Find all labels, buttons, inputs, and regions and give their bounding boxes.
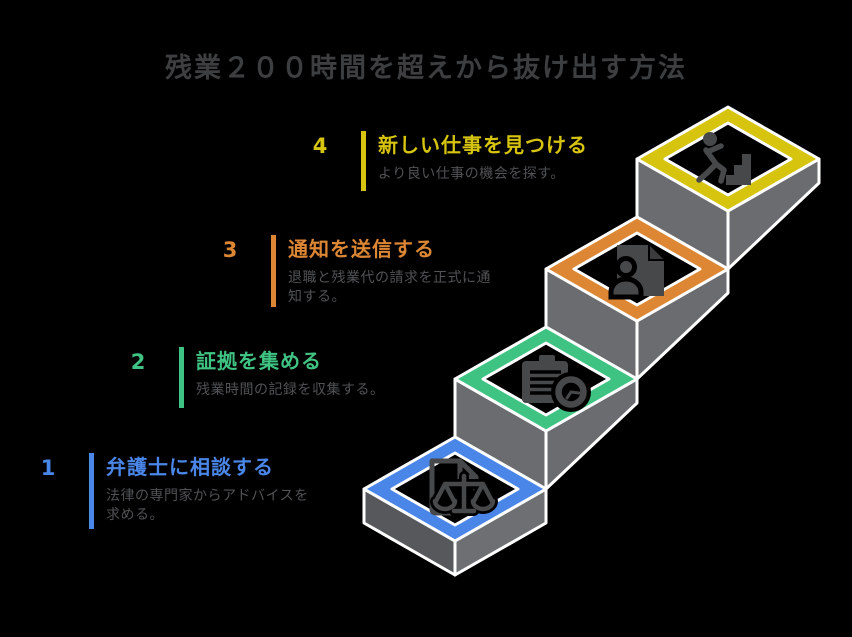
step-4-description: より良い仕事の機会を探す。 [378,166,565,182]
page-title: 残業２００時間を超えから抜け出す方法 [165,53,687,84]
step-4-number: 4 [312,134,328,158]
step-2-text-block: 2 証拠を集める 残業時間の記録を収集する。 [118,347,458,457]
staircase-step-2 [453,325,639,491]
staircase-step-1 [362,435,548,577]
step-1-text-block: 1 弁護士に相談する 法律の専門家からアドバイスを求める。 [28,453,368,563]
step-3-accent-bar [271,235,276,307]
step-4-text-block: 4 新しい仕事を見つける より良い仕事の機会を探す。 [300,131,640,241]
step-3-text-block: 3 通知を送信する 退職と残業代の請求を正式に通知する。 [210,235,550,345]
staircase-step-3 [544,215,730,381]
step-4-title: 新しい仕事を見つける [378,133,588,157]
step-2-diamond [453,325,639,433]
step-2-title: 証拠を集める [196,349,322,373]
staircase-step-4 [635,105,821,271]
step-2-number: 2 [130,350,146,374]
step-1-content: 弁護士に相談する 法律の専門家からアドバイスを求める。 [106,453,368,525]
step-2-content: 証拠を集める 残業時間の記録を収集する。 [196,347,458,400]
step-2-accent-bar [179,347,184,408]
step-1-diamond [362,435,548,543]
step-1-accent-bar [89,453,94,529]
step-3-description: 退職と残業代の請求を正式に通知する。 [288,270,491,305]
step-3-number: 3 [222,238,238,262]
step-4-diamond [635,105,821,213]
person-document-icon [608,245,664,300]
climbing-stairs-icon [696,132,751,185]
step-1-number: 1 [40,456,56,480]
step-2-description: 残業時間の記録を収集する。 [196,382,385,398]
step-3-title: 通知を送信する [288,237,435,261]
step-1-description: 法律の専門家からアドバイスを求める。 [106,488,309,523]
step-3-content: 通知を送信する 退職と残業代の請求を正式に通知する。 [288,235,550,307]
clipboard-clock-icon [522,355,591,412]
scales-document-icon [429,458,498,516]
step-4-content: 新しい仕事を見つける より良い仕事の機会を探す。 [378,131,640,184]
step-4-accent-bar [361,131,366,191]
step-1-title: 弁護士に相談する [106,455,274,479]
step-3-diamond [544,215,730,323]
